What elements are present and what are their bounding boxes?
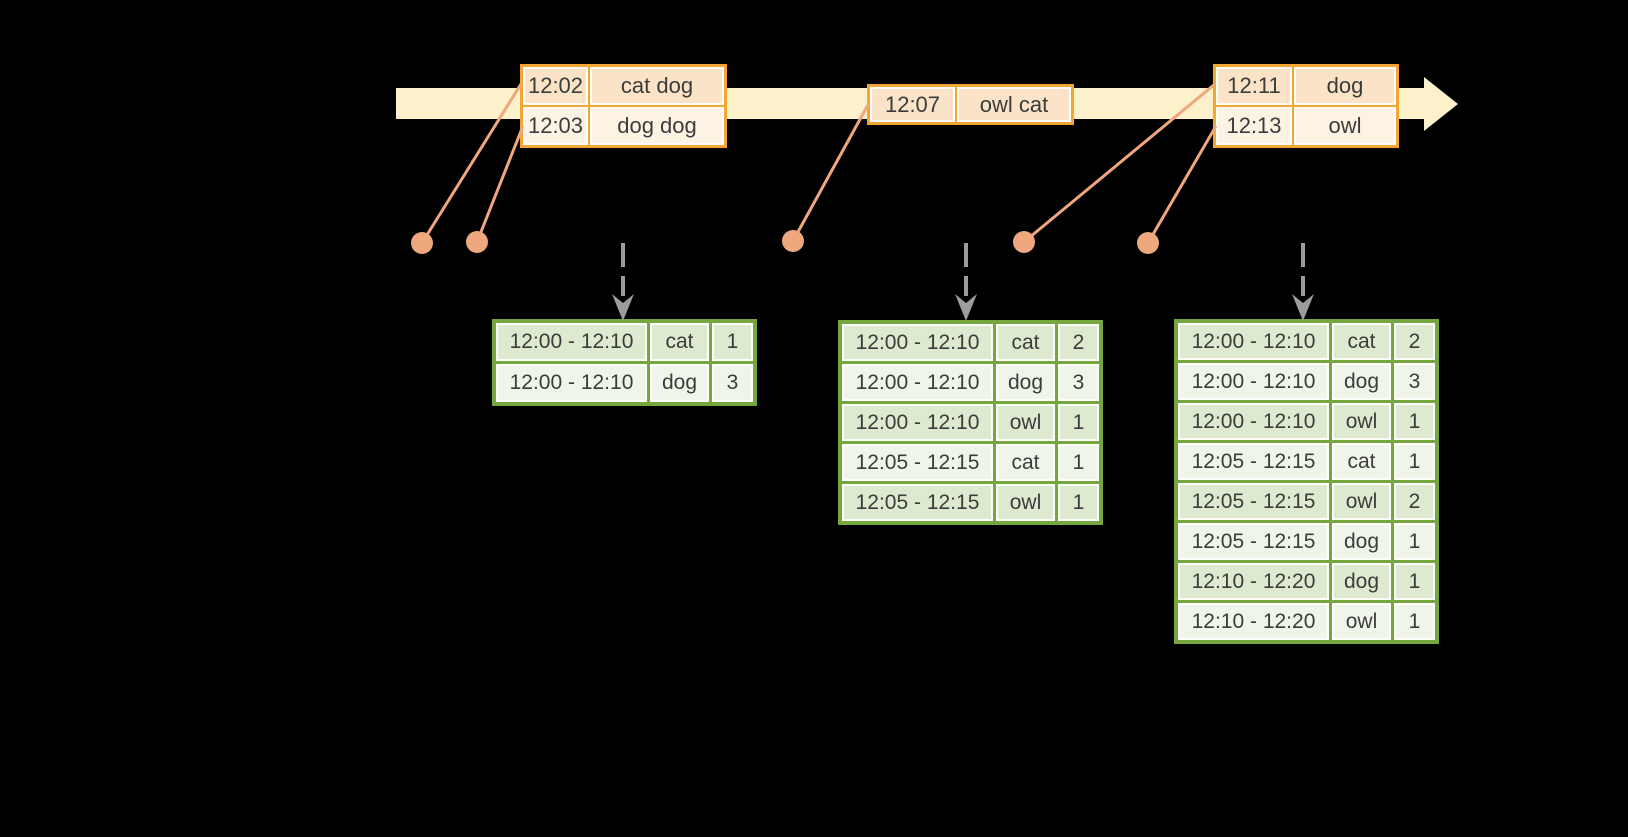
word-cell: cat — [993, 320, 1058, 364]
event-time-cell: 12:02 — [520, 64, 590, 107]
window-cell: 12:05 - 12:15 — [838, 441, 996, 484]
event-row: 12:11 dog — [1213, 64, 1399, 107]
event-table-3: 12:11 dog 12:13 owl — [1213, 64, 1399, 148]
count-cell: 2 — [1055, 320, 1103, 364]
word-cell: cat — [993, 441, 1058, 484]
count-cell: 1 — [709, 319, 757, 364]
result-row: 12:10 - 12:20 owl 1 — [1174, 600, 1439, 644]
result-row: 12:00 - 12:10 cat 1 — [492, 319, 757, 364]
result-row: 12:10 - 12:20 dog 1 — [1174, 560, 1439, 603]
count-cell: 2 — [1391, 480, 1439, 523]
result-table-3: 12:00 - 12:10 cat 2 12:00 - 12:10 dog 3 … — [1174, 319, 1439, 644]
event-words-cell: owl cat — [955, 84, 1074, 125]
count-cell: 1 — [1055, 481, 1103, 525]
count-cell: 1 — [1391, 560, 1439, 603]
trigger-arrow-icon — [955, 243, 977, 321]
timeline-arrowhead-icon — [1424, 77, 1458, 131]
event-time-dot — [1013, 231, 1035, 253]
window-cell: 12:00 - 12:10 — [838, 401, 996, 444]
event-time-dot — [782, 230, 804, 252]
window-cell: 12:00 - 12:10 — [492, 319, 650, 364]
word-cell: dog — [1329, 360, 1394, 403]
word-cell: cat — [1329, 319, 1394, 363]
window-cell: 12:00 - 12:10 — [838, 361, 996, 404]
result-row: 12:05 - 12:15 cat 1 — [1174, 440, 1439, 483]
result-row: 12:00 - 12:10 cat 2 — [1174, 319, 1439, 363]
result-row: 12:00 - 12:10 dog 3 — [492, 361, 757, 406]
event-time-dot — [466, 231, 488, 253]
event-words-cell: dog — [1292, 64, 1399, 107]
result-table-2: 12:00 - 12:10 cat 2 12:00 - 12:10 dog 3 … — [838, 320, 1103, 525]
count-cell: 3 — [1391, 360, 1439, 403]
word-cell: owl — [1329, 480, 1394, 523]
result-row: 12:00 - 12:10 dog 3 — [1174, 360, 1439, 403]
count-cell: 3 — [1055, 361, 1103, 404]
result-row: 12:00 - 12:10 owl 1 — [1174, 400, 1439, 443]
event-connector-line — [791, 102, 871, 242]
event-words-cell: dog dog — [588, 105, 727, 148]
window-cell: 12:05 - 12:15 — [1174, 440, 1332, 483]
count-cell: 1 — [1391, 440, 1439, 483]
result-table-1: 12:00 - 12:10 cat 1 12:00 - 12:10 dog 3 — [492, 319, 757, 406]
event-time-cell: 12:13 — [1213, 105, 1294, 148]
window-cell: 12:10 - 12:20 — [1174, 560, 1332, 603]
event-connector-line — [1146, 125, 1218, 244]
result-row: 12:05 - 12:15 owl 1 — [838, 481, 1103, 525]
word-cell: owl — [1329, 400, 1394, 443]
word-cell: dog — [647, 361, 712, 406]
event-table-1: 12:02 cat dog 12:03 dog dog — [520, 64, 727, 148]
result-row: 12:05 - 12:15 cat 1 — [838, 441, 1103, 484]
result-row: 12:05 - 12:15 dog 1 — [1174, 520, 1439, 563]
count-cell: 1 — [1391, 600, 1439, 644]
word-cell: dog — [1329, 560, 1394, 603]
event-time-dot — [411, 232, 433, 254]
event-table-2: 12:07 owl cat — [867, 84, 1074, 125]
window-cell: 12:00 - 12:10 — [1174, 400, 1332, 443]
trigger-arrow-icon — [612, 243, 634, 321]
word-cell: dog — [993, 361, 1058, 404]
word-cell: owl — [993, 481, 1058, 525]
count-cell: 1 — [1391, 400, 1439, 443]
event-row: 12:13 owl — [1213, 105, 1399, 148]
event-row: 12:02 cat dog — [520, 64, 727, 107]
event-words-cell: owl — [1292, 105, 1399, 148]
word-cell: dog — [1329, 520, 1394, 563]
event-time-dot — [1137, 232, 1159, 254]
event-time-cell: 12:11 — [1213, 64, 1294, 107]
count-cell: 2 — [1391, 319, 1439, 363]
word-cell: owl — [1329, 600, 1394, 644]
result-row: 12:00 - 12:10 cat 2 — [838, 320, 1103, 364]
count-cell: 1 — [1391, 520, 1439, 563]
window-cell: 12:10 - 12:20 — [1174, 600, 1332, 644]
event-row: 12:03 dog dog — [520, 105, 727, 148]
word-cell: cat — [1329, 440, 1394, 483]
result-row: 12:00 - 12:10 owl 1 — [838, 401, 1103, 444]
event-connector-line — [475, 125, 525, 243]
window-cell: 12:05 - 12:15 — [1174, 480, 1332, 523]
result-row: 12:05 - 12:15 owl 2 — [1174, 480, 1439, 523]
count-cell: 3 — [709, 361, 757, 406]
window-cell: 12:00 - 12:10 — [838, 320, 996, 364]
count-cell: 1 — [1055, 441, 1103, 484]
window-cell: 12:05 - 12:15 — [1174, 520, 1332, 563]
window-cell: 12:00 - 12:10 — [1174, 319, 1332, 363]
word-cell: owl — [993, 401, 1058, 444]
event-row: 12:07 owl cat — [867, 84, 1074, 125]
word-cell: cat — [647, 319, 712, 364]
result-row: 12:00 - 12:10 dog 3 — [838, 361, 1103, 404]
event-words-cell: cat dog — [588, 64, 727, 107]
window-cell: 12:00 - 12:10 — [1174, 360, 1332, 403]
event-time-cell: 12:07 — [867, 84, 957, 125]
event-time-cell: 12:03 — [520, 105, 590, 148]
trigger-arrow-icon — [1292, 243, 1314, 321]
window-cell: 12:00 - 12:10 — [492, 361, 650, 406]
window-cell: 12:05 - 12:15 — [838, 481, 996, 525]
count-cell: 1 — [1055, 401, 1103, 444]
